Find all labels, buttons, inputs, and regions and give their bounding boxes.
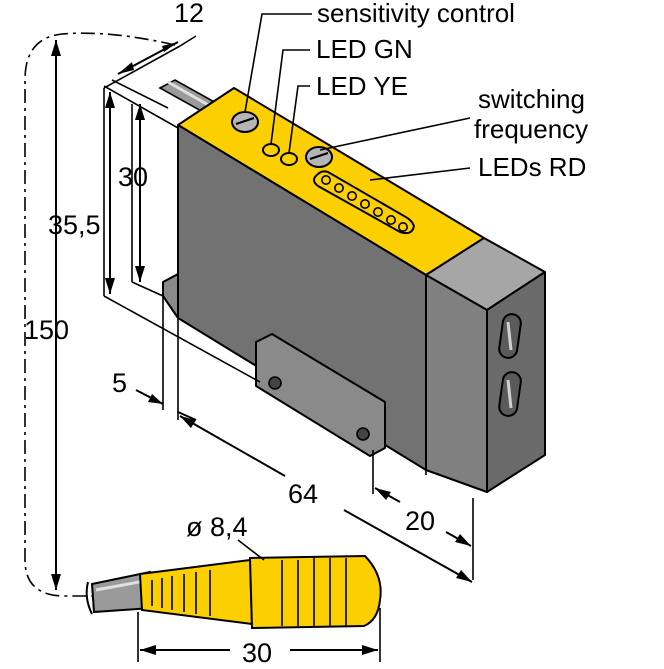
dim-30-text: 30 (118, 162, 148, 192)
label-switching: switching (478, 84, 585, 114)
dim-5-text: 5 (112, 368, 127, 398)
leader-switching (319, 117, 471, 151)
dim-20: 20 (372, 450, 474, 580)
switching-frequency-potentiometer (305, 146, 333, 168)
led-gn (262, 143, 280, 157)
label-led-ye: LED YE (316, 71, 408, 101)
end-cap-front (425, 274, 488, 493)
led-ye (280, 152, 298, 166)
label-led-gn: LED GN (316, 34, 413, 64)
mounting-foot (162, 273, 386, 457)
m8-connector (138, 554, 382, 630)
leader-led-gn (270, 49, 310, 145)
cable-loop-dashed (24, 32, 176, 597)
dim-12-text: 12 (174, 0, 204, 28)
dim-30-connector-text: 30 (242, 638, 272, 664)
dim-diameter-text: ø 8,4 (186, 512, 248, 542)
dim-20-text: 20 (405, 506, 435, 536)
dim-30-connector: 30 (137, 608, 381, 668)
dim-12: 12 (103, 0, 204, 129)
dim-150-text: 150 (24, 315, 69, 345)
leds-rd-bar (313, 170, 416, 235)
foot-screw-left (268, 376, 282, 390)
dim-5: 5 (112, 296, 197, 421)
sensitivity-potentiometer (231, 111, 259, 133)
leader-led-ye (288, 85, 310, 154)
dim-150: 150 (24, 40, 69, 590)
dim-diameter: ø 8,4 (186, 512, 265, 561)
label-sensitivity-control: sensitivity control (317, 0, 515, 28)
label-frequency: frequency (474, 114, 588, 144)
leader-leds-rd (369, 167, 471, 181)
label-leds-rd: LEDs RD (478, 152, 586, 182)
leader-sensitivity (244, 13, 312, 113)
dim-64-text: 64 (288, 479, 318, 509)
foot-screw-right (356, 427, 370, 441)
dim-64: 64 (179, 415, 473, 583)
